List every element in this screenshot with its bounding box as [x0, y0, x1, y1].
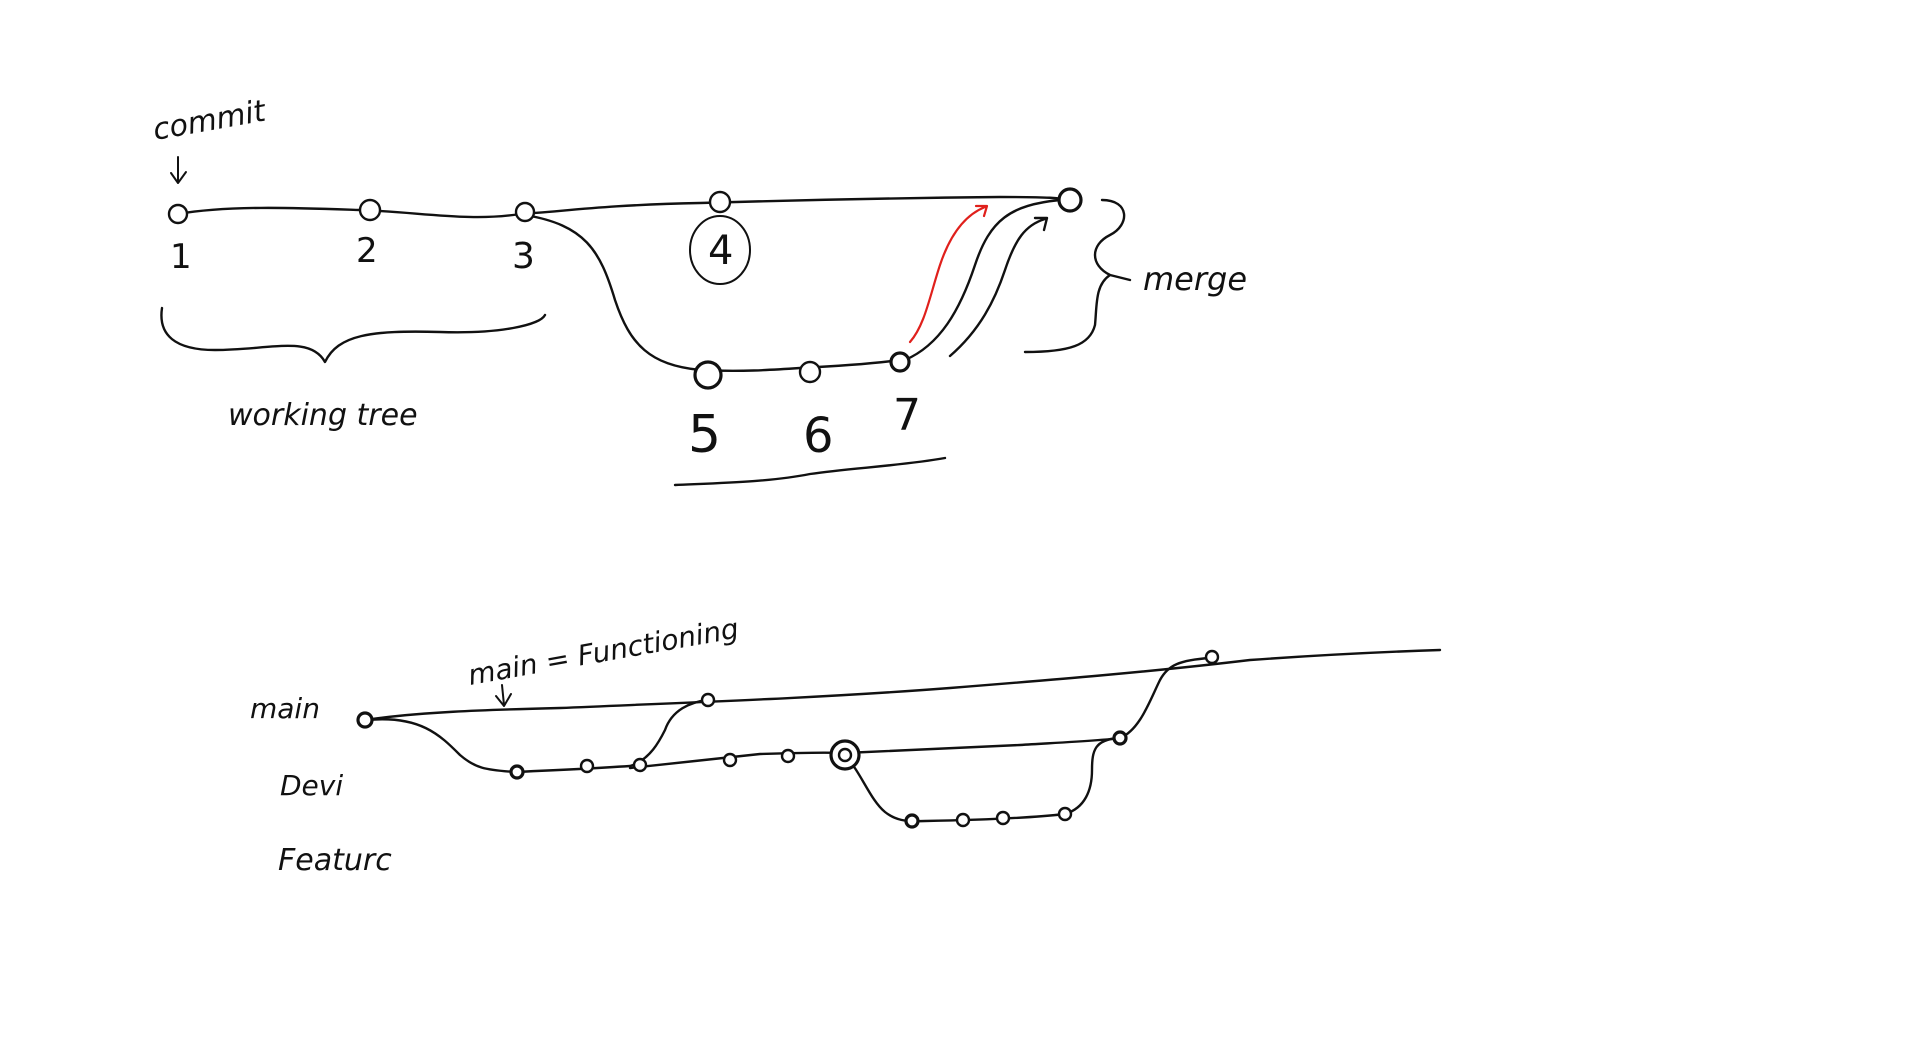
commit-number-2: 2: [356, 231, 378, 271]
commit-node-2: [358, 198, 382, 222]
devi-node-3: [632, 757, 648, 773]
commit-number-6: 6: [803, 408, 834, 464]
commit-node-4: [708, 190, 732, 214]
commit-4-highlight-circle: [689, 215, 751, 285]
feature-node-3: [995, 810, 1011, 826]
main-branch-line: [363, 648, 1442, 722]
branch-underline: [673, 456, 947, 487]
commit-number-3: 3: [512, 236, 535, 277]
commit-number-7: 7: [893, 390, 921, 441]
feature-node-1: [904, 813, 920, 829]
devi-node-1: [509, 764, 525, 780]
commit-node-6: [798, 360, 822, 384]
merge-curve-2: [948, 216, 1049, 358]
devi-branch-line-2: [628, 736, 1122, 770]
commit-node-3: [514, 201, 536, 223]
merge-node: [1057, 187, 1083, 213]
merge-arrow-red: [908, 204, 989, 344]
main-node-2: [1204, 649, 1220, 665]
commit-node-1: [167, 203, 189, 225]
feature-node-2: [955, 812, 971, 828]
main-node-start: [356, 711, 374, 729]
bottom-diagram: main Devi Featurc main = Functioning: [250, 612, 1442, 878]
branch-label-devi: Devi: [280, 769, 343, 802]
top-main-line: [176, 195, 1070, 219]
merge-brace: [1023, 198, 1132, 354]
feature-node-4: [1057, 806, 1073, 822]
devi-node-branch-inner: [837, 747, 853, 763]
top-diagram: commit 1 2 3 4 5 6 7 working tree: [150, 94, 1247, 487]
working-tree-label: working tree: [228, 398, 418, 433]
devi-node-2: [579, 758, 595, 774]
commit-node-7: [889, 351, 911, 373]
working-tree-brace: [160, 306, 547, 364]
main-node-1: [700, 692, 716, 708]
commit-number-4: 4: [708, 228, 733, 274]
commit-node-5: [693, 360, 723, 390]
commit-label: commit: [150, 94, 269, 148]
main-annotation-arrow: [495, 684, 512, 707]
devi-branch-line: [365, 698, 710, 774]
commit-number-1: 1: [170, 237, 192, 277]
branch-label-main: main: [250, 692, 320, 725]
main-annotation: main = Functioning: [465, 612, 741, 692]
devi-node-5: [780, 748, 796, 764]
commit-arrow: [170, 156, 187, 184]
devi-merge-to-main: [1118, 656, 1212, 740]
commit-number-5: 5: [688, 405, 721, 465]
merge-curve-1: [903, 198, 1062, 362]
devi-node-merge: [1112, 730, 1128, 746]
merge-label: merge: [1143, 260, 1247, 298]
devi-node-4: [722, 752, 738, 768]
branch-label-feature: Featurc: [278, 843, 392, 878]
